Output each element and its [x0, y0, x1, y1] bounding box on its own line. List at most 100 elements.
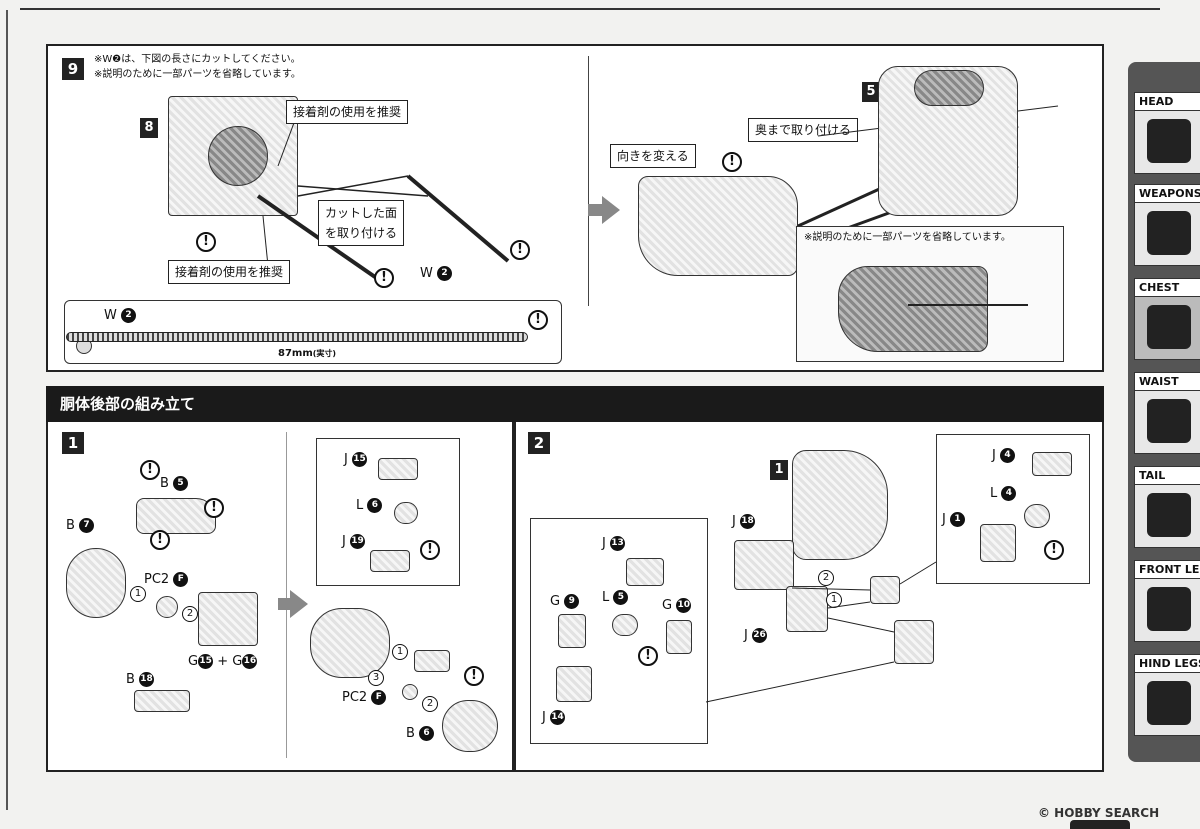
part-number-badge: 1: [949, 512, 965, 527]
part-label-j1: J 1: [942, 512, 965, 527]
part-number-badge: 5: [173, 476, 189, 491]
sidebar-tab-front-legs[interactable]: FRONT LEGS: [1134, 560, 1200, 642]
part-label-l4: L 4: [990, 486, 1017, 501]
part-letter: J: [344, 452, 348, 467]
step-order-marker: 2: [182, 606, 198, 622]
part-letter: G: [188, 654, 199, 669]
torso-subassembly: [792, 450, 888, 560]
sidebar-tab-head[interactable]: HEAD: [1134, 92, 1200, 174]
part-label-b7: B 7: [66, 518, 95, 533]
sidebar-tab-tail[interactable]: TAIL: [1134, 466, 1200, 548]
ruler-part-label: W 2: [104, 308, 136, 323]
part-letter: W: [104, 308, 117, 323]
part-number-badge: 14: [549, 710, 565, 725]
ruler-measure: 87mm(実寸): [278, 348, 336, 359]
part-j13-assembly: [894, 620, 934, 664]
step-order-marker: 1: [392, 644, 408, 660]
tab-label: HEAD: [1135, 93, 1200, 111]
omit-preview-part: [838, 266, 988, 352]
flow-arrow-icon: [602, 196, 620, 224]
part-letter: W: [420, 266, 433, 281]
weapons-icon: [1147, 211, 1191, 255]
step9-panel: 9 ※W❷は、下図の長さにカットしてください。 ※説明のために一部パーツを省略し…: [46, 44, 1104, 372]
part-j26: [786, 586, 828, 632]
part-number-badge: 10: [676, 598, 692, 613]
part-label-l6: L 6: [356, 498, 383, 513]
part-number-badge: 6: [419, 726, 435, 741]
part-l5: [612, 614, 638, 636]
callout-line: カットした面: [325, 206, 398, 220]
callout-glue-bottom: 接着剤の使用を推奨: [168, 260, 291, 284]
part-letter: G: [662, 598, 673, 613]
part-b7: [66, 548, 126, 618]
panel-divider: [286, 432, 287, 758]
part-ref-badge: 5: [862, 82, 880, 102]
warning-icon: !: [638, 646, 658, 666]
preview-rod: [908, 304, 1028, 306]
head-part: [638, 176, 798, 276]
part-label-b6: B 6: [406, 726, 435, 741]
part-label-j14: J 14: [542, 710, 565, 725]
step-note: ※W❷は、下図の長さにカットしてください。 ※説明のために一部パーツを省略してい…: [94, 52, 301, 82]
part-number-badge: 9: [564, 594, 580, 609]
part-j18: [734, 540, 794, 590]
tab-label: WAIST: [1135, 373, 1200, 391]
head-icon: [1147, 119, 1191, 163]
tab-label: FRONT LEGS: [1135, 561, 1200, 579]
part-label-b5: B 5: [160, 476, 189, 491]
watermark: © HOBBY SEARCH: [1038, 806, 1160, 820]
part-number-badge: 4: [999, 448, 1015, 463]
part-number-badge: 26: [751, 628, 767, 643]
part-label-b18: B 18: [126, 672, 155, 687]
page-number-tab: [1070, 820, 1130, 829]
part-j13: [626, 558, 664, 586]
part-number-badge: 2: [437, 266, 452, 281]
frame-border-left: [6, 10, 20, 810]
part-j-assembly: [414, 650, 450, 672]
chest-detail: [914, 70, 984, 106]
sidebar-tab-waist[interactable]: WAIST: [1134, 372, 1200, 454]
sidebar-tab-chest[interactable]: CHEST: [1134, 278, 1200, 360]
cut-ruler-bar: [66, 332, 528, 342]
chest-icon: [1147, 305, 1191, 349]
flow-arrow-icon: [290, 590, 308, 618]
part-ref-badge: 1: [770, 460, 788, 480]
step-order-marker: 2: [422, 696, 438, 712]
plus-sign: +: [217, 654, 229, 669]
omit-note: ※説明のために一部パーツを省略しています。: [804, 232, 1011, 243]
front-legs-icon: [1147, 587, 1191, 631]
step-order-marker: 3: [368, 670, 384, 686]
warning-icon: !: [528, 310, 548, 330]
part-letter: J: [992, 448, 996, 463]
part-label-pc2: PC2 F: [144, 572, 189, 587]
part-l6: [394, 502, 418, 524]
flow-arrow-stem: [588, 204, 602, 216]
section-title-bar: 胴体後部の組み立て: [46, 386, 1104, 422]
sidebar-tab-hind-legs[interactable]: HIND LEGS: [1134, 654, 1200, 736]
measure-unit: (実寸): [312, 349, 337, 358]
part-number-badge: 4: [1001, 486, 1017, 501]
note-line: ※W❷は、下図の長さにカットしてください。: [94, 54, 301, 65]
callout-cut-face: カットした面 を取り付ける: [318, 200, 405, 246]
part-number-badge: 13: [609, 536, 625, 551]
warning-icon: !: [420, 540, 440, 560]
part-l4: [1024, 504, 1050, 528]
part-letter: PC2: [144, 572, 170, 587]
part-number-badge: 7: [79, 518, 95, 533]
part-label-l5: L 5: [602, 590, 629, 605]
part-label-g15-g16: G15 + G16: [188, 654, 258, 669]
part-g15-g16: [198, 592, 258, 646]
part-number-badge: 18: [139, 672, 155, 687]
part-pc2-b: [402, 684, 418, 700]
tail-icon: [1147, 493, 1191, 537]
part-number-badge: 5: [613, 590, 629, 605]
part-letter: PC2: [342, 690, 368, 705]
assembly-leader-lines: [705, 561, 937, 703]
part-letter: L: [602, 590, 610, 605]
sidebar-tab-weapons[interactable]: WEAPONS: [1134, 184, 1200, 266]
step-order-marker: 1: [130, 586, 146, 602]
part-letter: J: [342, 534, 346, 549]
part-label-j15: J 15: [344, 452, 367, 467]
warning-icon: !: [204, 498, 224, 518]
part-number-badge: F: [371, 690, 387, 705]
